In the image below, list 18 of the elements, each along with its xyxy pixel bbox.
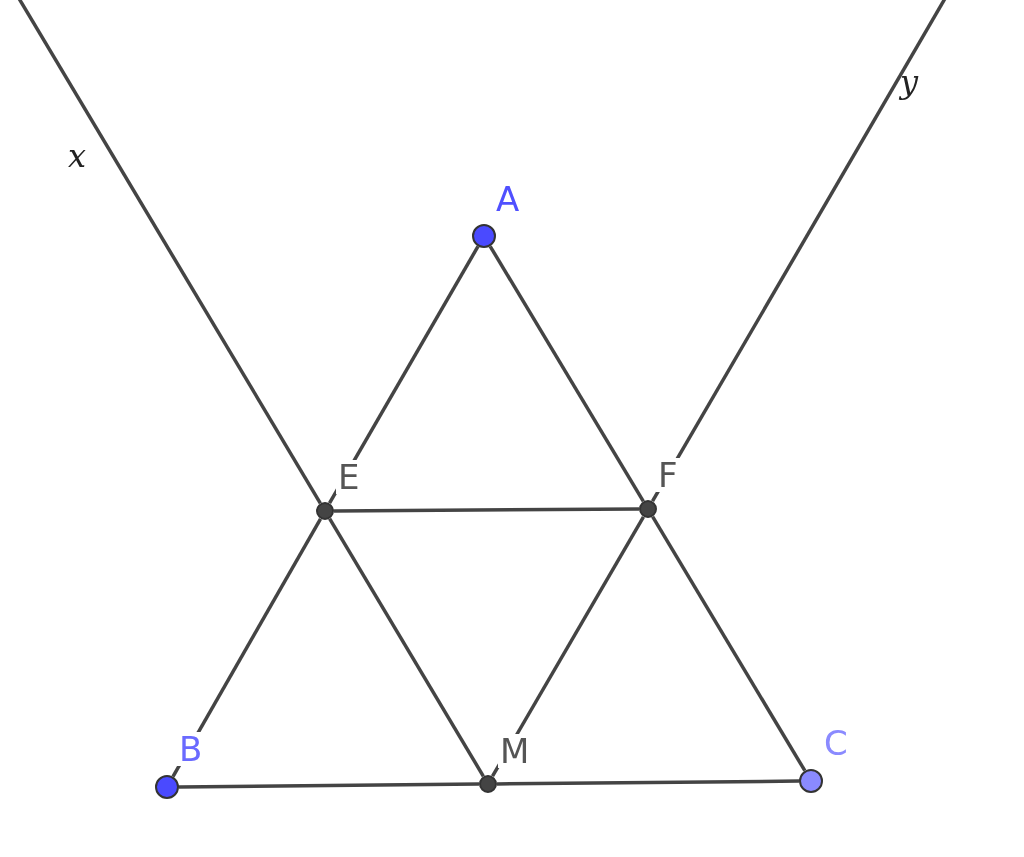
line-segment [179,782,479,789]
point-dot [155,775,179,799]
line-segment [651,515,807,772]
line-label: x [68,140,87,172]
point-dot [316,502,334,520]
line-segment [497,779,799,786]
point-dot [472,224,496,248]
line-segment [328,245,480,505]
line-segment [488,245,645,503]
line-label: y [900,66,919,98]
line-segment [328,517,485,778]
line-segment [334,507,639,513]
point-dot [799,769,823,793]
point-label: F [656,458,680,492]
line-segment [491,515,645,778]
point-dot [479,775,497,793]
line-segment [171,517,323,778]
point-dot [639,500,657,518]
